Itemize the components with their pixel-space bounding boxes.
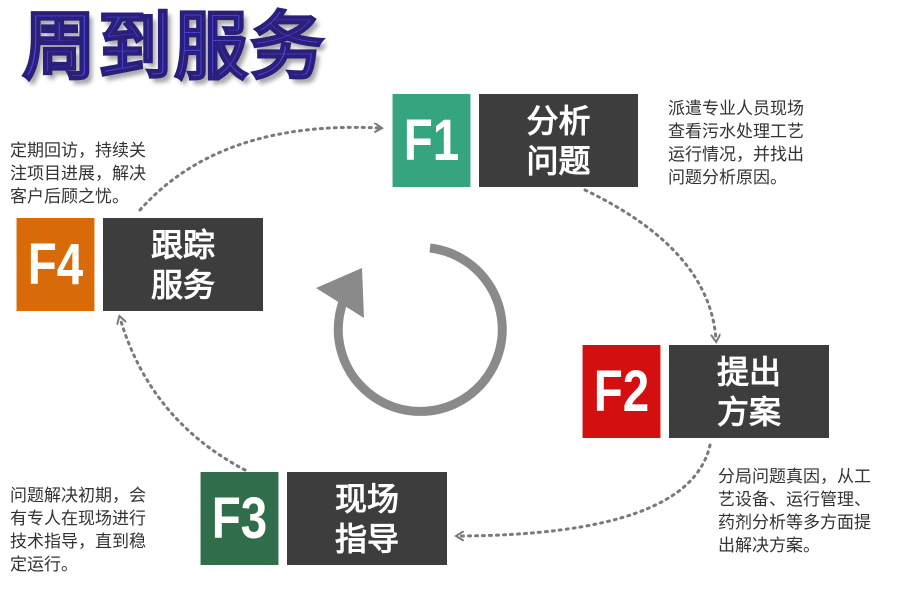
step-f3: F3 现场 指导	[192, 472, 447, 565]
arrow-f1-to-f2	[583, 188, 716, 340]
step-f3-code: F3	[200, 472, 279, 565]
step-f3-description: 问题解决初期，会 有专人在现场进行 技术指导，直到稳 定运行。	[10, 486, 146, 575]
step-f2-label: 提出 方案	[669, 345, 829, 438]
step-f2-description: 分局问题真因，从工 艺设备、运行管理、 药剂分析等多方面提 出解决方案。	[718, 467, 871, 556]
step-f1-label: 分析 问题	[479, 94, 638, 187]
step-f1: F1 分析 问题	[384, 94, 638, 187]
step-f1-description: 派遣专业人员现场 查看污水处理工艺 运行情况，并找出 问题分析原因。	[668, 99, 804, 188]
cycle-arrow-icon	[316, 243, 507, 416]
arrow-f4-to-f1	[138, 127, 380, 212]
step-f4: F4 跟踪 服务	[8, 218, 263, 311]
step-f2: F2 提出 方案	[574, 345, 829, 438]
step-f1-code: F1	[392, 94, 471, 187]
step-f4-description: 定期回访，持续关 注项目进展，解决 客户后顾之忧。	[10, 141, 146, 207]
step-f3-label: 现场 指导	[287, 472, 447, 565]
arrow-f3-to-f4	[120, 318, 247, 472]
step-f4-label: 跟踪 服务	[103, 218, 263, 311]
step-f2-code: F2	[582, 345, 661, 438]
arrow-f2-to-f3	[458, 443, 712, 536]
step-f4-code: F4	[16, 218, 95, 311]
page-title: 周到服务	[21, 3, 326, 91]
